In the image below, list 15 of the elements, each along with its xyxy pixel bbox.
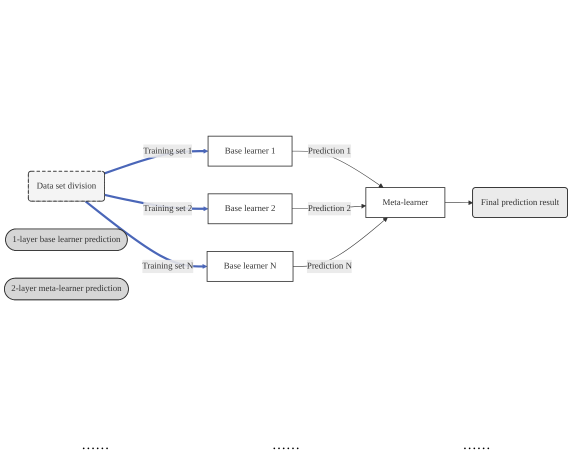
ellipsis-text: ……: [272, 438, 300, 454]
edge-label: Prediction N: [306, 261, 352, 271]
node-box: Base learner 1: [208, 136, 292, 167]
ellipsis-text: ……: [81, 438, 110, 454]
edge-label: Training set 1: [143, 146, 192, 156]
node-box: Meta-learner: [365, 187, 446, 218]
node-box: Base learner 2: [208, 193, 292, 224]
node-box: Base learner N: [206, 251, 294, 282]
arrow: [444, 200, 474, 206]
ellipsis-text: ……: [462, 438, 491, 454]
edge-label: Training set N: [142, 261, 194, 271]
arrow: [84, 200, 208, 269]
edge-label: Prediction 2: [308, 204, 351, 214]
edge-label: Prediction 1: [308, 146, 351, 156]
edge-label: Training set 2: [143, 204, 192, 214]
